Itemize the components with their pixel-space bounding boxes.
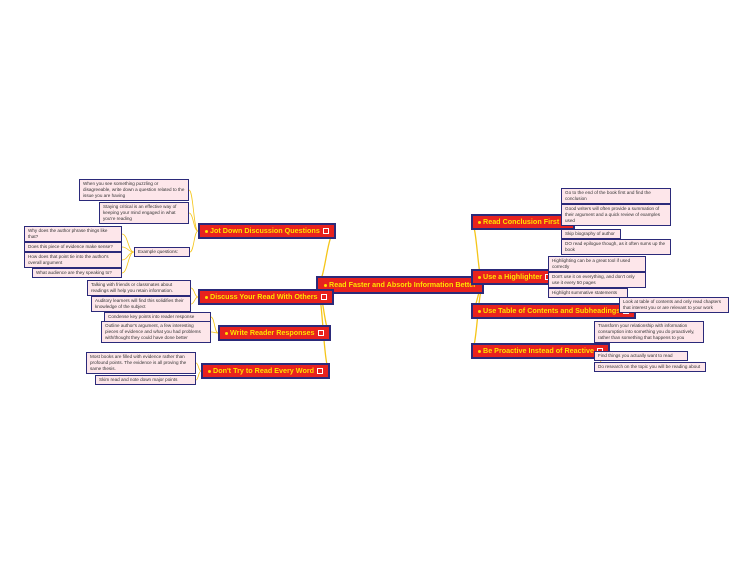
branch-table-of-contents[interactable]: Use Table of Contents and Subheadings xyxy=(471,303,637,319)
central-topic[interactable]: Read Faster and Absorb Information Bette… xyxy=(316,276,485,294)
sub-node[interactable]: Staying critical is an effective way of … xyxy=(99,202,189,224)
bullet-icon xyxy=(205,295,208,299)
sub-node[interactable]: Do research on the topic you will be rea… xyxy=(594,362,706,372)
sub-node[interactable]: Talking with friends or classmates about… xyxy=(87,280,191,296)
branch-label: Jot Down Discussion Questions xyxy=(210,226,320,235)
branch-discuss-with-others[interactable]: Discuss Your Read With Others xyxy=(198,289,334,305)
branch-label: Use Table of Contents and Subheadings xyxy=(483,306,621,315)
bullet-icon xyxy=(478,275,481,279)
sub-node[interactable]: DO read epilogue though, as it often sum… xyxy=(561,239,671,255)
sub-node-example-questions[interactable]: Example questions: xyxy=(134,247,190,257)
sub-node[interactable]: Most books are filled with evidence rath… xyxy=(86,352,196,374)
branch-label: Discuss Your Read With Others xyxy=(210,292,318,301)
bullet-icon xyxy=(478,220,481,224)
connector-line xyxy=(189,230,199,253)
branch-use-highlighter[interactable]: Use a Highlighter xyxy=(471,269,559,285)
collapse-toggle-icon[interactable] xyxy=(317,330,324,337)
sub-node[interactable]: Skip biography of author xyxy=(561,229,621,239)
connector-line xyxy=(190,296,199,305)
collapse-toggle-icon[interactable] xyxy=(322,228,329,235)
sub-node[interactable]: Find things you actually want to read xyxy=(594,351,688,361)
sub-node[interactable]: Good writers will often provide a summat… xyxy=(561,204,671,226)
branch-jot-down-questions[interactable]: Jot Down Discussion Questions xyxy=(198,223,336,239)
branch-read-conclusion-first[interactable]: Read Conclusion First xyxy=(471,214,576,230)
bullet-icon xyxy=(478,349,481,353)
branch-label: Don't Try to Read Every Word xyxy=(213,366,315,375)
sub-node[interactable]: What audience are they speaking to? xyxy=(32,268,122,278)
bullet-icon xyxy=(324,283,327,287)
connector-line xyxy=(121,251,135,274)
branch-write-reader-responses[interactable]: Write Reader Responses xyxy=(218,325,331,341)
sub-node[interactable]: Transform your relationship with informa… xyxy=(594,321,704,343)
sub-node[interactable]: Highlight summative statements xyxy=(548,288,628,298)
collapse-toggle-icon[interactable] xyxy=(317,368,324,375)
connector-line xyxy=(195,370,202,381)
sub-node[interactable]: Skim read and note down major points xyxy=(95,375,196,385)
sub-node[interactable]: Highlighting can be a great tool if used… xyxy=(548,256,646,272)
collapse-toggle-icon[interactable] xyxy=(320,294,327,301)
sub-node[interactable]: Outline author's argument, a few interes… xyxy=(101,321,211,343)
connector-line xyxy=(210,331,219,334)
branch-label: Be Proactive Instead of Reactive xyxy=(483,346,595,355)
sub-node[interactable]: Auditory learners will find this solidif… xyxy=(91,296,191,312)
bullet-icon xyxy=(208,369,211,373)
connector-line xyxy=(190,287,199,298)
sub-node[interactable]: Does this piece of evidence make sense? xyxy=(24,242,122,252)
connector-line xyxy=(188,189,199,232)
branch-dont-read-every-word[interactable]: Don't Try to Read Every Word xyxy=(201,363,331,379)
branch-label: Read Conclusion First xyxy=(483,217,560,226)
connector-line xyxy=(210,316,219,334)
bullet-icon xyxy=(225,331,228,335)
sub-node[interactable]: Go to the end of the book first and find… xyxy=(561,188,671,204)
bullet-icon xyxy=(205,229,208,233)
branch-label: Use a Highlighter xyxy=(483,272,543,281)
sub-node[interactable]: Don't use it on everything, and don't on… xyxy=(548,272,646,288)
sub-node[interactable]: Why does the author phrase things like t… xyxy=(24,226,122,242)
connector-line xyxy=(188,212,199,232)
sub-node[interactable]: When you see something puzzling or disag… xyxy=(79,179,189,201)
sub-node[interactable]: How does that point tie into the author'… xyxy=(24,252,122,268)
central-topic-label: Read Faster and Absorb Information Bette… xyxy=(329,280,477,289)
bullet-icon xyxy=(478,309,481,313)
branch-label: Write Reader Responses xyxy=(230,328,315,337)
branch-be-proactive[interactable]: Be Proactive Instead of Reactive xyxy=(471,343,611,359)
sub-node[interactable]: Look at table of contents and only read … xyxy=(619,297,729,313)
